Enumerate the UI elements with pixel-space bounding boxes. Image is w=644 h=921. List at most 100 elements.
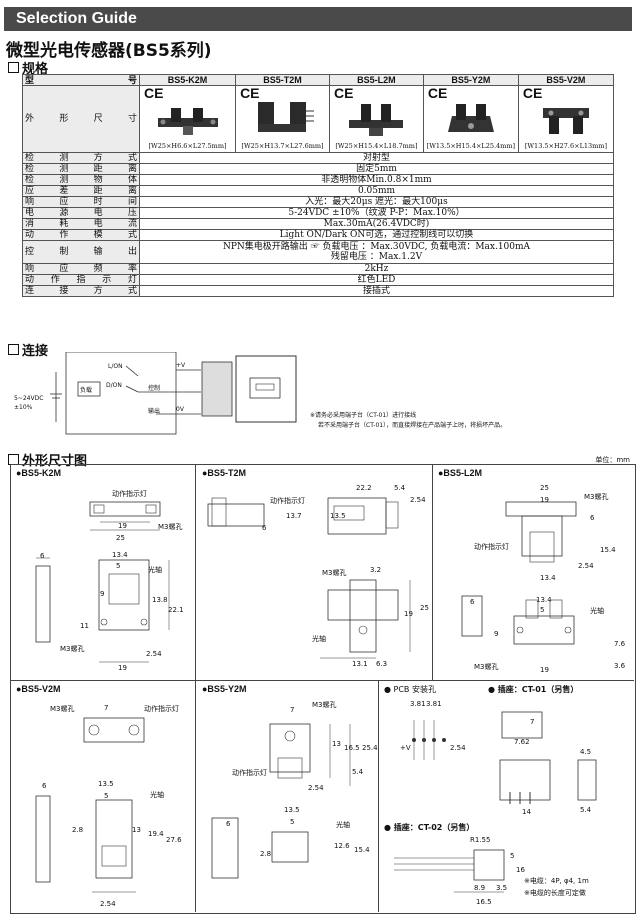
- header-label-b: 号: [127, 75, 137, 85]
- size-t2m: [W25×H13.7×L27.6mm]: [241, 142, 324, 150]
- label-char: 作: [59, 230, 69, 240]
- hysteresis-value: 0.05mm: [139, 185, 614, 197]
- wiring-diagram: [50, 352, 297, 435]
- k2m-d11: 11: [80, 622, 89, 630]
- row-label: 响应频率: [22, 263, 140, 275]
- row-label: 检测方式: [22, 152, 140, 164]
- label-char: 应: [25, 186, 35, 196]
- v2m-d194: 19.4: [148, 830, 164, 838]
- k2m-m3: M3螺孔: [158, 523, 183, 531]
- ct02-d165: 16.5: [476, 898, 492, 906]
- model-y2m: BS5-Y2M: [422, 74, 519, 86]
- y2m-d7: 7: [290, 706, 295, 714]
- square-icon: [8, 344, 19, 355]
- row-label: 检测物体: [22, 174, 140, 186]
- wiring-supply: 5~24VDC: [14, 395, 44, 402]
- label-char: 源: [59, 208, 69, 218]
- detection-distance-value: 固定5mm: [139, 163, 614, 175]
- spec-row: 动作指示灯红色LED: [22, 274, 614, 286]
- v2m-drawing: [35, 717, 145, 893]
- load-box: [77, 381, 101, 397]
- ce-mark: CE: [144, 85, 164, 101]
- y2m-d28: 2.8: [260, 850, 272, 858]
- label-char: 式: [127, 153, 137, 163]
- ct02-drawing: [394, 849, 505, 893]
- selection-guide-banner: Selection Guide: [4, 7, 632, 31]
- label-char: 作: [50, 275, 60, 285]
- l2m-d254: 2.54: [578, 562, 594, 570]
- ct02-title: ● 插座：CT-02（另售）: [384, 823, 475, 832]
- k2m-d134: 13.4: [112, 551, 128, 559]
- label-char: 电: [93, 219, 103, 229]
- size-l2m: [W25×H15.4×L18.7mm]: [335, 142, 418, 150]
- y2m-d254a: 25.4: [362, 744, 378, 752]
- size-v2m: [W13.5×H27.6×L13mm]: [524, 142, 608, 150]
- label-char: 方: [93, 286, 103, 296]
- label-char: 距: [93, 186, 103, 196]
- wiring-lon: L/ON: [108, 363, 123, 370]
- ct01-d54: 5.4: [580, 806, 592, 814]
- v2m-d135: 13.5: [98, 780, 114, 788]
- circuit-box: [65, 352, 177, 435]
- connection-value: 接插式: [139, 285, 614, 297]
- y2m-d54: 5.4: [352, 768, 364, 776]
- label-char: 出: [127, 247, 137, 257]
- label-char: 检: [25, 164, 35, 174]
- sensor-l2m-image: [349, 104, 404, 136]
- control-output-load: 负载电压 ：Max.30VDC, 负载电流：Max.100mA: [322, 242, 531, 252]
- label-char: 输: [93, 247, 103, 257]
- pcb-d381b: 3.81: [426, 700, 442, 708]
- k2m-d25: 25: [116, 534, 125, 542]
- t2m-d137: 13.7: [286, 512, 302, 520]
- ct02-note-1: ※电缆：4P, φ4, 1m: [524, 877, 589, 885]
- indicator-value: 红色LED: [139, 274, 614, 286]
- arrow-icon: ☞: [307, 242, 323, 252]
- label-char: 连: [25, 286, 35, 296]
- label-char: 指: [76, 275, 86, 285]
- t2m-d32: 3.2: [370, 566, 382, 574]
- t2m-led: 动作指示灯: [270, 497, 305, 505]
- label-char: 测: [59, 153, 69, 163]
- row-label: 检测距离: [22, 163, 140, 175]
- label-char: 耗: [59, 219, 69, 229]
- ct01-d762: 7.62: [514, 738, 530, 746]
- v2m-led: 动作指示灯: [144, 705, 179, 713]
- k2m-d19: 19: [118, 522, 127, 530]
- spec-row: 检测距离固定5mm: [22, 163, 614, 175]
- appearance-char-0: 外: [25, 114, 35, 124]
- label-char: 控: [25, 247, 35, 257]
- y2m-d5: 5: [290, 818, 295, 826]
- pcb-d381a: 3.81: [410, 700, 426, 708]
- appearance-char-2: 尺: [93, 114, 103, 124]
- k2m-d6: 6: [40, 552, 45, 560]
- v2m-d7: 7: [104, 704, 109, 712]
- operation-mode-value: Light ON/Dark ON可选，通过控制线可以切换: [139, 229, 614, 241]
- header-label-a: 型: [25, 75, 35, 85]
- label-char: 频: [93, 264, 103, 274]
- t2m-d131: 13.1: [352, 660, 368, 668]
- label-char: 测: [59, 175, 69, 185]
- l2m-d19: 19: [540, 496, 549, 504]
- wiring-note-1: ※请务必采用端子台（CT-01）进行接线: [310, 412, 417, 419]
- t2m-axis: 光轴: [312, 635, 326, 643]
- label-char: 检: [25, 175, 35, 185]
- response-frequency-value: 2kHz: [139, 263, 614, 275]
- label-char: 灯: [127, 275, 137, 285]
- t2m-d63: 6.3: [376, 660, 388, 668]
- label-char: 应: [59, 264, 69, 274]
- t2m-m3: M3螺孔: [322, 569, 347, 577]
- l2m-d6b: 6: [470, 598, 475, 606]
- spec-header-row: 型号 BS5-K2M BS5-T2M BS5-L2M BS5-Y2M BS5-V…: [22, 74, 615, 86]
- y2m-d126: 12.6: [334, 842, 350, 850]
- label-char: 距: [93, 164, 103, 174]
- v2m-d276: 27.6: [166, 836, 182, 844]
- v2m-title: ●BS5-V2M: [16, 684, 61, 694]
- l2m-d9: 9: [494, 630, 499, 638]
- label-char: 离: [127, 164, 137, 174]
- t2m-d254: 2.54: [410, 496, 426, 504]
- section-dimensions-label: 外形尺寸图: [22, 454, 88, 469]
- supply-voltage-value: 5-24VDC ±10%（纹波 P-P：Max.10%）: [139, 207, 614, 219]
